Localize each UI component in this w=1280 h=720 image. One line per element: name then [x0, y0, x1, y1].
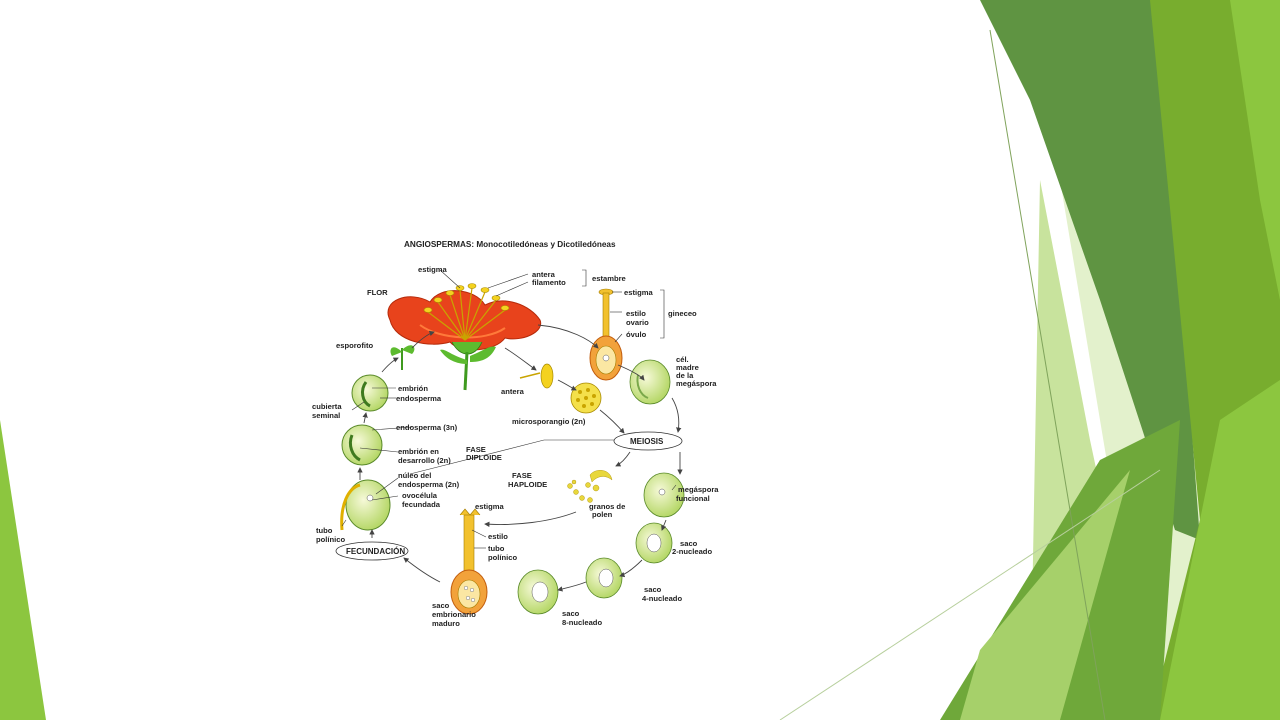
label-cel-madre-4: megáspora	[676, 379, 717, 388]
label-embrion-des-1: embrión en	[398, 447, 439, 456]
label-embrion: embrión	[398, 384, 428, 393]
label-tubo-left-2: polínico	[316, 535, 345, 544]
diagram-title: ANGIOSPERMAS: Monocotiledóneas y Dicotil…	[404, 240, 616, 249]
label-saco-emb-3: maduro	[432, 619, 460, 628]
label-estilo-pistil: estilo	[626, 309, 646, 318]
label-granos-2: polen	[592, 510, 613, 519]
label-megaspora-1: megáspora	[678, 485, 719, 494]
facet-dark	[980, 0, 1200, 540]
phase-divider-line	[409, 439, 618, 475]
label-cel-madre-1: cél.	[676, 355, 689, 364]
facet-thin-line-1	[989, 29, 1106, 720]
label-fecundacion: FECUNDACIÓN	[346, 547, 405, 556]
ovule-8-nucleate-sac	[517, 569, 559, 615]
pistil-pollen-tube-illustration	[450, 508, 488, 615]
label-megaspora-2: funcional	[676, 494, 710, 503]
label-fase-diploide-1: FASE	[466, 445, 486, 454]
facet-thin-line-2	[779, 469, 1161, 720]
meiosis-box	[613, 431, 683, 451]
label-ovario: ovario	[626, 318, 649, 327]
ovule-functional-megaspore	[643, 472, 685, 518]
label-saco-emb-2: embrionario	[432, 610, 476, 619]
label-cel-madre-3: de la	[676, 371, 694, 380]
label-ovocelula-1: ovocélula	[402, 491, 438, 500]
label-estigma-top: estigma	[418, 265, 447, 274]
label-embrion-des-2: desarrollo (2n)	[398, 456, 451, 465]
microsporangium-illustration	[570, 382, 602, 414]
label-granos-1: granos de	[589, 502, 625, 511]
label-flor: FLOR	[367, 288, 388, 297]
facet-bright-2	[1230, 0, 1280, 300]
label-estigma-low: estigma	[475, 502, 504, 511]
label-fase-diploide-2: DIPLOIDE	[466, 453, 502, 462]
right-green-facets	[779, 0, 1280, 720]
label-ovulo: óvulo	[626, 330, 647, 339]
label-estilo-low: estilo	[488, 532, 508, 541]
cycle-arrows	[357, 324, 683, 592]
label-microsporangio: microsporangio (2n)	[512, 417, 586, 426]
label-tubo-left-1: tubo	[316, 526, 333, 535]
label-tubo-mid-1: tubo	[488, 544, 505, 553]
label-estambre: estambre	[592, 274, 626, 283]
angiosperm-life-cycle-diagram: ANGIOSPERMAS: Monocotiledóneas y Dicotil…	[312, 240, 719, 628]
label-antera-mid: antera	[501, 387, 525, 396]
pistil-illustration	[589, 288, 623, 381]
label-saco8-1: saco	[562, 609, 580, 618]
facet-bright	[1160, 380, 1280, 720]
label-antera-top: antera	[532, 270, 556, 279]
diagram-labels: estigma antera filamento estambre FLOR e…	[312, 265, 719, 628]
label-saco-emb-1: saco	[432, 601, 450, 610]
label-saco2-2: 2-nucleado	[672, 547, 712, 556]
label-nucleo-2: endosperma (2n)	[398, 480, 460, 489]
label-saco4-2: 4-nucleado	[642, 594, 682, 603]
ovule-megaspore-mother-cell	[629, 359, 671, 405]
pollen-grains-illustration	[567, 470, 613, 503]
seedling-illustration	[390, 345, 415, 370]
ovule-2-nucleate-sac	[635, 522, 673, 564]
label-cubierta-2: seminal	[312, 411, 340, 420]
ovule-4-nucleate-sac	[585, 557, 623, 599]
label-fase-haploide-1: FASE	[512, 471, 532, 480]
label-cel-madre-2: madre	[676, 363, 699, 372]
label-ovocelula-2: fecundada	[402, 500, 441, 509]
label-leaders	[341, 269, 677, 549]
seed-developing-embryo	[341, 424, 383, 466]
seed-with-embryo	[351, 374, 389, 412]
label-endosperma: endosperma	[396, 394, 442, 403]
facet-light-3	[960, 470, 1130, 720]
label-cubierta-1: cubierta	[312, 402, 342, 411]
label-estigma-pistil: estigma	[624, 288, 653, 297]
label-tubo-mid-2: polínico	[488, 553, 517, 562]
label-gineceo: gineceo	[668, 309, 697, 318]
label-esporofito: esporofito	[336, 341, 373, 350]
left-green-facet	[0, 420, 46, 720]
label-saco4-1: saco	[644, 585, 662, 594]
flower-illustration	[387, 283, 542, 391]
label-fase-haploide-2: HAPLOIDE	[508, 480, 547, 489]
fertilized-ovule	[340, 479, 391, 531]
fecundacion-box	[335, 541, 409, 561]
label-saco8-2: 8-nucleado	[562, 618, 602, 627]
label-nucleo-1: núleo del	[398, 471, 431, 480]
label-meiosis: MEIOSIS	[630, 437, 664, 446]
label-saco2-1: saco	[680, 539, 698, 548]
label-endosperma-3n: endosperma (3n)	[396, 423, 458, 432]
stamen-illustration	[519, 363, 554, 389]
label-filamento: filamento	[532, 278, 566, 287]
